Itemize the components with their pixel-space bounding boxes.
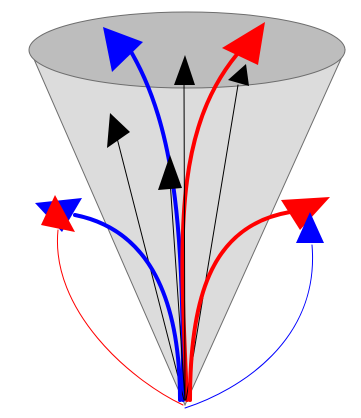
- black-arrow-left-head: [107, 113, 130, 148]
- black-arrow-top-right-shaft: [185, 84, 239, 401]
- red-arrow-top-right-head: [222, 22, 265, 65]
- red-arrow-top-right-shaft: [180, 38, 252, 402]
- blue-arrow-right-outside-shaft: [184, 244, 313, 409]
- black-arrow-top-center-shaft: [183, 79, 186, 401]
- black-arrow-top-center-head: [174, 55, 195, 85]
- blue-arrow-right-outside-head: [296, 212, 324, 243]
- black-arrow-mid-shaft: [169, 179, 186, 401]
- blue-arrow-left-outside-shaft: [73, 213, 182, 402]
- blue-arrow-top-left-head: [103, 27, 143, 72]
- arrow-heads: [35, 22, 330, 243]
- red-arrow-right-outside-head: [281, 197, 330, 230]
- arrow-lines: [57, 38, 313, 409]
- red-arrow-right-outside-shaft: [188, 210, 292, 402]
- cone-body: [29, 49, 346, 407]
- black-arrow-mid-head: [158, 155, 182, 190]
- red-arrow-left-outside-shaft: [57, 229, 184, 406]
- black-arrow-top-right-head: [228, 64, 249, 86]
- red-arrow-left-outside-head: [41, 195, 75, 232]
